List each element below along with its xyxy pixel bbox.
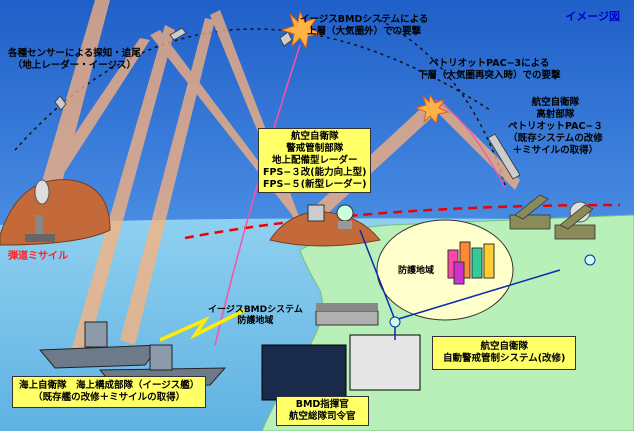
sensors-label: 各種センサーによる探知・追尾 （地上レーダー・イージス） [8,48,141,71]
patriot-launchers [509,194,596,240]
launch-site-hill [0,179,111,246]
city-buildings [447,241,495,285]
defended-area-label: 防護地域 [398,266,435,276]
radar-beams [30,0,520,360]
msdf-escort-box: 海上自衛隊 海上構成部隊（イージス艦） （既存艦の改修＋ミサイルの取得） [12,376,207,408]
interceptor-trail [214,44,301,346]
asdf-warning-control-box: 航空自衛隊 警戒管制部隊 地上配備型レーダー FPS−３改(能力向上型) FPS… [258,128,372,194]
operations-room-image [261,344,347,401]
aegis-area-label: イージスBMDシステム 防護地域 [208,305,303,327]
image-label: イメージ図 [565,10,620,23]
radar-site-hill [269,211,381,247]
patriot-lower-label: ペトリオットPAC−3による 下層（大気圏再突入時）での要撃 [418,58,561,81]
defense-boundary-line [184,203,621,240]
datalink-bolt [159,308,246,342]
pac3-trail [434,99,506,189]
ballistic-missiles [54,27,521,180]
missile-launcher [25,179,55,242]
ballistic-missile-label: 弾道ミサイル [8,251,68,262]
asdf-jadge-box: 航空自衛隊 自動警戒管制システム(改修) [432,336,577,370]
aegis-upper-label: イージスBMDシステムによる 上層（大気圏外）での要撃 [300,14,429,37]
antenna-nodes [389,254,596,328]
console-room-image [349,334,421,391]
explosion-lower-intercept [414,93,450,125]
explosion-upper-intercept [280,10,322,50]
bmd-commander-box: BMD指揮官 航空総隊司令官 [276,396,369,426]
command-building [315,303,379,326]
asdf-air-defense-missile-label: 航空自衛隊 高射部隊 ペトリオットPAC−３ （既存システムの改修 ＋ミサイルの… [508,97,603,156]
